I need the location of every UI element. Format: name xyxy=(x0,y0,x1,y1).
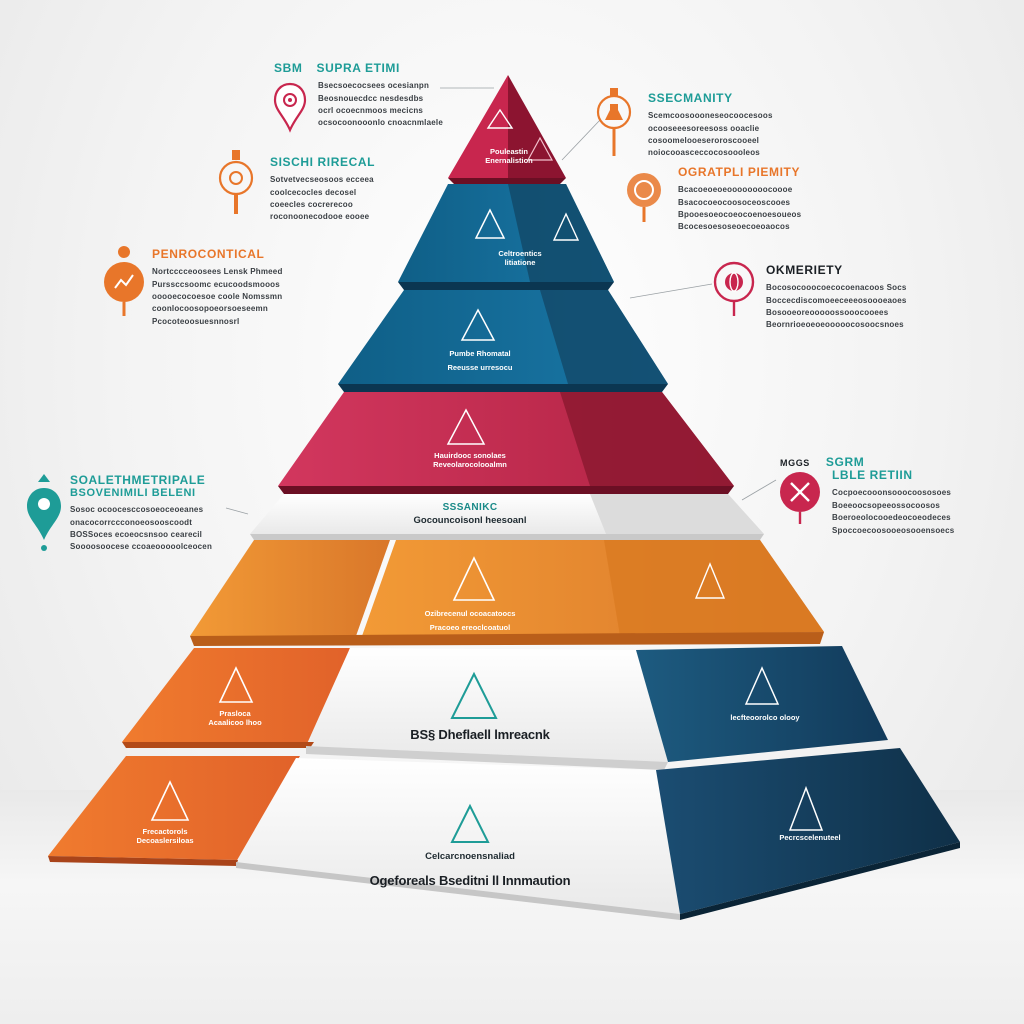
level2-warning-icon xyxy=(474,208,506,239)
level3-warning-icon xyxy=(460,308,496,341)
chart-pin-icon xyxy=(104,246,144,316)
level7-left-warning-icon xyxy=(218,666,254,703)
callout-penrocontical-title: PENROCONTICAL xyxy=(152,247,265,261)
level4-warning-icon xyxy=(446,408,486,445)
callout-connectors xyxy=(225,87,777,515)
pyramid-level-apex xyxy=(448,75,566,184)
apex-warning-icon-right xyxy=(526,136,554,161)
callout-sbm: SBM SUPRA ETIMI Bsecsoecocsees ocesianpn … xyxy=(274,61,494,130)
level2-warning-icon-right xyxy=(552,212,580,241)
level3-label-1: Pumbe Rhomatal xyxy=(449,349,511,358)
callout-sischrirecal-body: Sotvetvecseosoos ecceea coolcecocles dec… xyxy=(270,175,374,222)
pyramid-level-7 xyxy=(122,646,888,770)
callout-sbm-title-b: SUPRA ETIMI xyxy=(316,61,400,75)
callout-okmeriety-body: Bocosocooocoecocoenacoos Socs Boccecdisc… xyxy=(766,283,907,330)
apex-warning-icon xyxy=(486,108,514,129)
callout-penrocontical-body: Nortcccceoosees Lensk Phmeed Purssccsoom… xyxy=(152,267,283,326)
callout-sgrm-title-a: MGGS xyxy=(780,458,810,468)
apex-label: Pouleastin Enernalistion xyxy=(485,147,533,165)
callout-okmeriety: OKMERIETY Bocosocooocoecocoenacoos Socs … xyxy=(766,263,1006,332)
pyramid-level-5 xyxy=(250,494,764,540)
pyramid-level-3 xyxy=(338,290,668,392)
callout-okmeriety-title: OKMERIETY xyxy=(766,263,843,277)
callout-ssecmanity: SSECMANITY Scemcoosoooneseocoocesoos oco… xyxy=(648,91,868,160)
level7-mid-label: BS§ Dheflaell lmreacnk xyxy=(410,727,550,742)
callout-sischrirecal: SISCHI RIRECAL Sotvetvecseosoos ecceea c… xyxy=(270,155,490,224)
flask-pin-icon xyxy=(596,88,632,156)
level6-warning-icon-right xyxy=(694,562,726,599)
level5-title: SSSANIKC xyxy=(442,502,498,513)
pyramid-level-8 xyxy=(48,748,960,920)
level8-left-label: Frecactorols Decoaslersiloas xyxy=(136,827,194,845)
callout-soalethmetripale-body: Sosoc ocoocesccosoeoceoeanes onacocorrcc… xyxy=(70,505,213,552)
level2-label: Celtroentics litiatione xyxy=(498,249,542,267)
pyramid-level-4 xyxy=(278,392,734,494)
level5-label: Gocouncoisonl heesoanl xyxy=(413,515,527,526)
gear-pin-icon xyxy=(218,150,254,214)
callout-soalethmetripale-title2: BSOVENIMILI BELENI xyxy=(70,487,196,500)
level7-right-label: lecfteoorolco olooy xyxy=(730,713,800,722)
shield-pin-icon xyxy=(627,173,661,222)
level7-left-label: Prasloca Acaalicoo lhoo xyxy=(208,709,262,727)
callout-soalethmetripale: SOALETHMETRIPALE BSOVENIMILI BELENI Soso… xyxy=(70,473,290,554)
level8-mid-sub: Celcarcnoensnaliad xyxy=(425,851,515,862)
level4-label: Hauirdooc sonolaes Reveolarocolooalmn xyxy=(433,451,507,469)
pyramid-level-6 xyxy=(190,540,824,646)
callout-ssecmanity-title: SSECMANITY xyxy=(648,91,733,105)
level3-label-2: Reeusse urresocu xyxy=(447,363,513,372)
callout-sbm-title-a: SBM xyxy=(274,61,303,75)
level6-warning-icon xyxy=(452,556,496,601)
level8-right-warning-icon xyxy=(788,785,824,831)
callout-ogratpli: OGRATPLI PIEMITY Bcacoeoeoeoooooooocoooe… xyxy=(678,165,898,234)
location-pin-icon xyxy=(27,474,61,551)
callout-ogratpli-body: Bcacoeoeoeoooooooocoooe Bsacocoeocoosoce… xyxy=(678,185,802,232)
callout-soalethmetripale-title: SOALETHMETRIPALE xyxy=(70,473,206,487)
globe-pin-icon xyxy=(713,261,755,316)
callout-sgrm-body: Cocpoecooonsooocoososoes Boeeoocsopeeoss… xyxy=(832,488,955,535)
level6-label-1: Ozibrecenul ocoacatoocs xyxy=(424,609,516,618)
callout-ogratpli-title: OGRATPLI PIEMITY xyxy=(678,165,801,179)
callout-penrocontical: PENROCONTICAL Nortcccceoosees Lensk Phme… xyxy=(152,247,372,328)
target-pin-icon xyxy=(273,82,307,133)
level8-left-warning-icon xyxy=(150,780,190,821)
level6-label-2: Pracoeo ereoclcoatuol xyxy=(429,623,511,632)
callout-sgrm: MGGS SGRM LBLE RETIIN Cocpoecooonsooocoos… xyxy=(780,455,980,537)
callout-sgrm-title2: LBLE RETIIN xyxy=(832,468,913,483)
level8-right-label: Pecrcscelenuteel xyxy=(779,833,841,842)
tools-pin-icon xyxy=(780,472,820,524)
level7-mid-warning-icon xyxy=(450,671,498,719)
level8-mid-label: Ogeforeals Bseditni ll Innmaution xyxy=(369,873,571,888)
callout-sbm-body: Bsecsoecocsees ocesianpn Beosnouecdcc ne… xyxy=(318,81,443,128)
level8-mid-warning-icon xyxy=(450,803,490,843)
callout-ssecmanity-body: Scemcoosoooneseocoocesoos ocooseeesorees… xyxy=(648,111,773,158)
level7-right-warning-icon xyxy=(744,666,780,705)
callout-sischrirecal-title: SISCHI RIRECAL xyxy=(270,155,376,169)
pyramid-level-2 xyxy=(398,184,614,290)
callout-sgrm-title-b: SGRM xyxy=(825,455,865,469)
